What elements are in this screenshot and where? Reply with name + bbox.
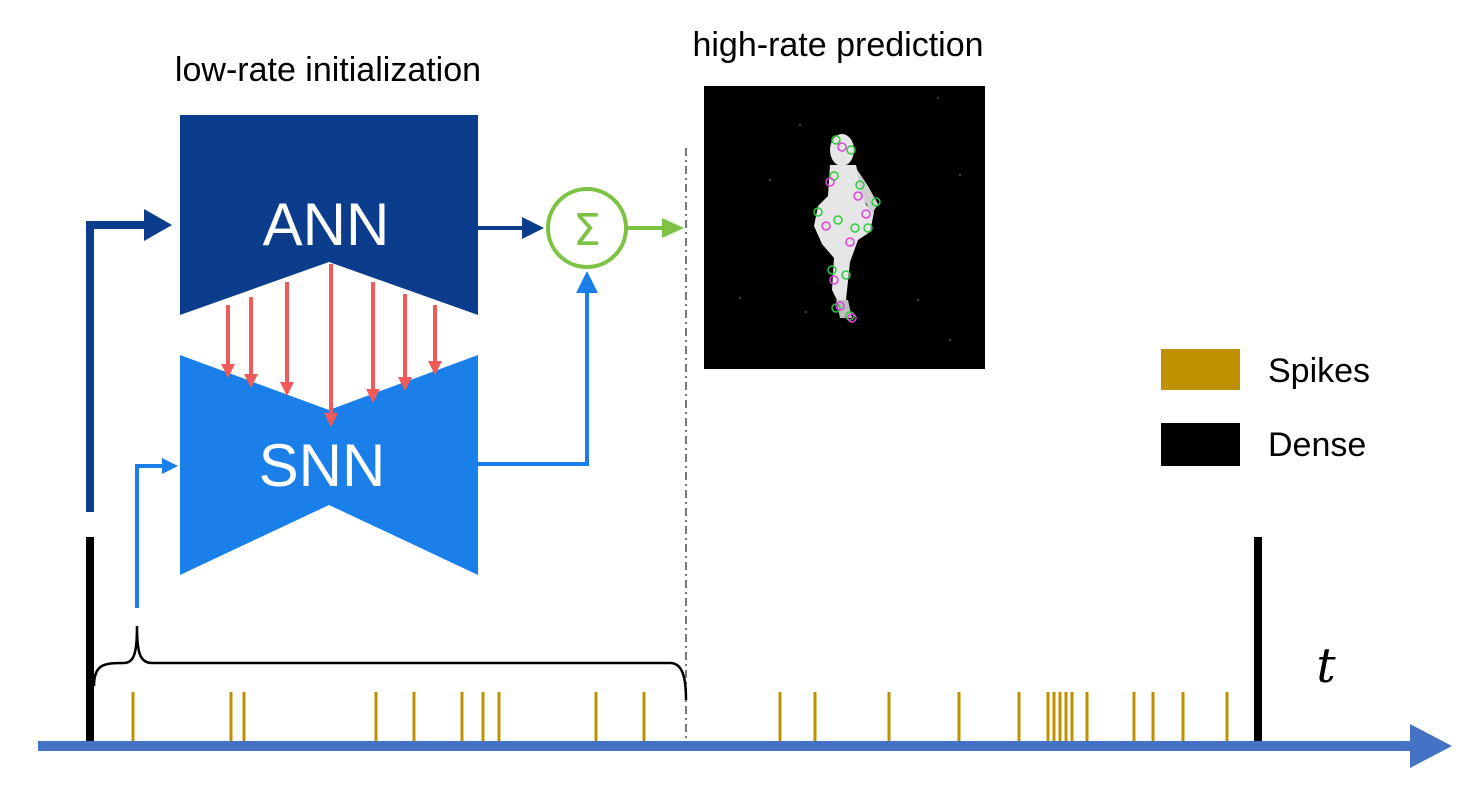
- sum-node: Σ: [546, 187, 628, 269]
- snn-notch-bottom: [180, 505, 478, 575]
- ann-block: [180, 115, 478, 315]
- dense-input-path: [86, 221, 148, 512]
- sum-symbol: Σ: [573, 205, 601, 256]
- snn-to-sum-path: [478, 285, 589, 466]
- legend-spikes-swatch: [1161, 349, 1240, 390]
- legend-spikes-label: Spikes: [1268, 352, 1370, 390]
- legend-dense-swatch: [1161, 423, 1240, 466]
- spike-input-arrowhead: [162, 458, 178, 474]
- event-noise: [739, 97, 961, 341]
- snn-network: SNN: [180, 355, 478, 575]
- snn-label: SNN: [259, 432, 386, 499]
- dense-input-arrowhead: [144, 209, 172, 241]
- dense-frame-end: [1254, 537, 1262, 741]
- time-axis-label: t: [1316, 638, 1336, 694]
- pose-prediction-image: [704, 86, 985, 369]
- initialization-brace: [92, 625, 688, 701]
- ann-label: ANN: [263, 191, 390, 258]
- legend: Spikes Dense: [1161, 349, 1370, 466]
- high-rate-title: high-rate prediction: [692, 26, 983, 64]
- keypoints-pred: [821, 142, 871, 323]
- distillation-arrows: [221, 264, 442, 427]
- legend-dense-label: Dense: [1268, 426, 1366, 464]
- ann-to-sum-arrowhead: [522, 217, 544, 239]
- keypoints-gt: [813, 135, 881, 321]
- spike-events: [131, 692, 1229, 741]
- time-axis-line: [38, 741, 1418, 751]
- low-rate-title: low-rate initialization: [175, 51, 481, 89]
- dense-frame-start: [86, 537, 94, 741]
- snn-block: [180, 355, 478, 575]
- sum-to-output-arrowhead: [662, 218, 684, 238]
- time-axis-arrowhead: [1410, 724, 1452, 768]
- snn-to-sum-arrowhead: [576, 271, 598, 293]
- time-axis: t: [38, 638, 1452, 768]
- spike-input-path: [135, 464, 166, 608]
